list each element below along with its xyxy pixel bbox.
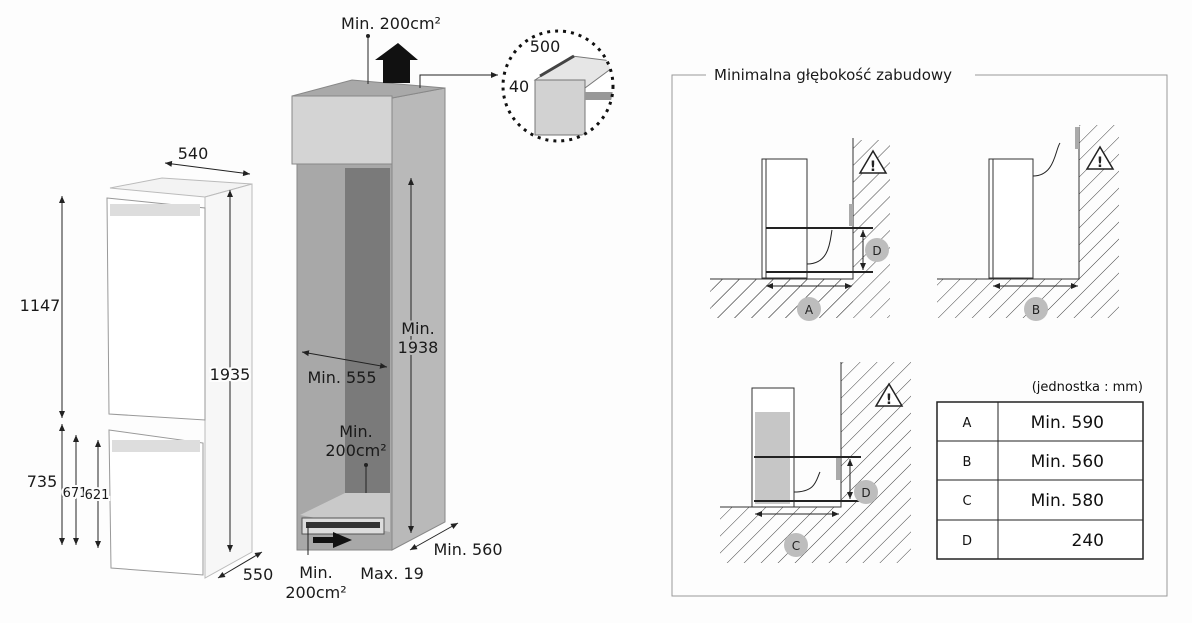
min-depth-panel: Minimalna głębokość zabudowy ! D A xyxy=(671,66,1168,597)
inner-width-label: Min. 555 xyxy=(307,368,376,387)
cabinet-top-box xyxy=(291,95,393,165)
diagram-a: ! D A xyxy=(710,138,890,321)
depth-table: A Min. 590 B Min. 560 C Min. 580 D 240 xyxy=(936,401,1144,560)
fridge-upper-height-label: 1147 xyxy=(20,296,61,315)
fridge-lower-height-label: 735 xyxy=(27,472,58,491)
fridge-lower-inner-2-label: 621 xyxy=(85,488,110,503)
marker-d-1: D xyxy=(872,244,881,258)
fridge-total-height-label: 1935 xyxy=(210,365,251,384)
cabinet-drawing: Min. 200cm² Min. 1938 Min. 555 Min. 200c… xyxy=(285,14,615,602)
warning-icon: ! xyxy=(874,382,904,408)
fridge-lower-door xyxy=(108,429,204,576)
top-detail-inset: 500 40 xyxy=(501,29,615,143)
lower-door-handle xyxy=(112,440,200,452)
top-vent-arrow xyxy=(375,43,418,83)
fridge-upper-door xyxy=(106,197,206,421)
top-vent-label: Min. 200cm² xyxy=(341,14,441,33)
upper-door-handle xyxy=(110,204,200,216)
cabinet-back-wall xyxy=(345,168,390,493)
inset-height-label: 40 xyxy=(509,77,529,96)
bottom-vent-arrow xyxy=(313,532,352,548)
back-vent-label-1: Min. xyxy=(339,422,372,441)
table-row-key: C xyxy=(962,494,971,509)
inner-height-label-1: Min. xyxy=(401,319,434,338)
warning-icon: ! xyxy=(858,149,888,175)
fridge-depth-label: 550 xyxy=(243,565,274,584)
svg-text:!: ! xyxy=(870,159,876,175)
inner-height-label-2: 1938 xyxy=(398,338,439,357)
table-row-key: D xyxy=(962,534,972,549)
fridge-drawing: 540 1147 1935 735 671 621 550 xyxy=(20,144,274,584)
table-row-key: A xyxy=(963,416,972,431)
diagram-c: ! D C xyxy=(720,362,911,563)
svg-text:!: ! xyxy=(886,392,892,408)
table-row-value: Min. 580 xyxy=(1031,491,1104,511)
table-row-value: 240 xyxy=(1072,531,1104,551)
marker-a: A xyxy=(805,303,814,317)
door-offset-label: Max. 19 xyxy=(360,564,424,583)
svg-text:!: ! xyxy=(1097,155,1103,171)
back-vent-label-2: 200cm² xyxy=(325,441,386,460)
bottom-vent-label-2: 200cm² xyxy=(285,583,346,602)
fridge-width-label: 540 xyxy=(178,144,209,163)
panel-title: Minimalna głębokość zabudowy xyxy=(714,66,952,84)
marker-b: B xyxy=(1032,303,1040,317)
inset-width-label: 500 xyxy=(530,37,561,56)
fridge-lower-inner-1-label: 671 xyxy=(63,486,88,501)
marker-d-2: D xyxy=(861,486,870,500)
table-row-value: Min. 590 xyxy=(1031,413,1104,433)
table-row-value: Min. 560 xyxy=(1031,452,1104,472)
diagram-b: ! B xyxy=(937,125,1119,321)
unit-note: (jednostka : mm) xyxy=(1032,380,1143,395)
bottom-vent-label-1: Min. xyxy=(299,563,332,582)
cabinet-depth-label: Min. 560 xyxy=(433,540,502,559)
table-row-key: B xyxy=(963,455,972,470)
marker-c: C xyxy=(792,539,800,553)
warning-icon: ! xyxy=(1085,145,1115,171)
